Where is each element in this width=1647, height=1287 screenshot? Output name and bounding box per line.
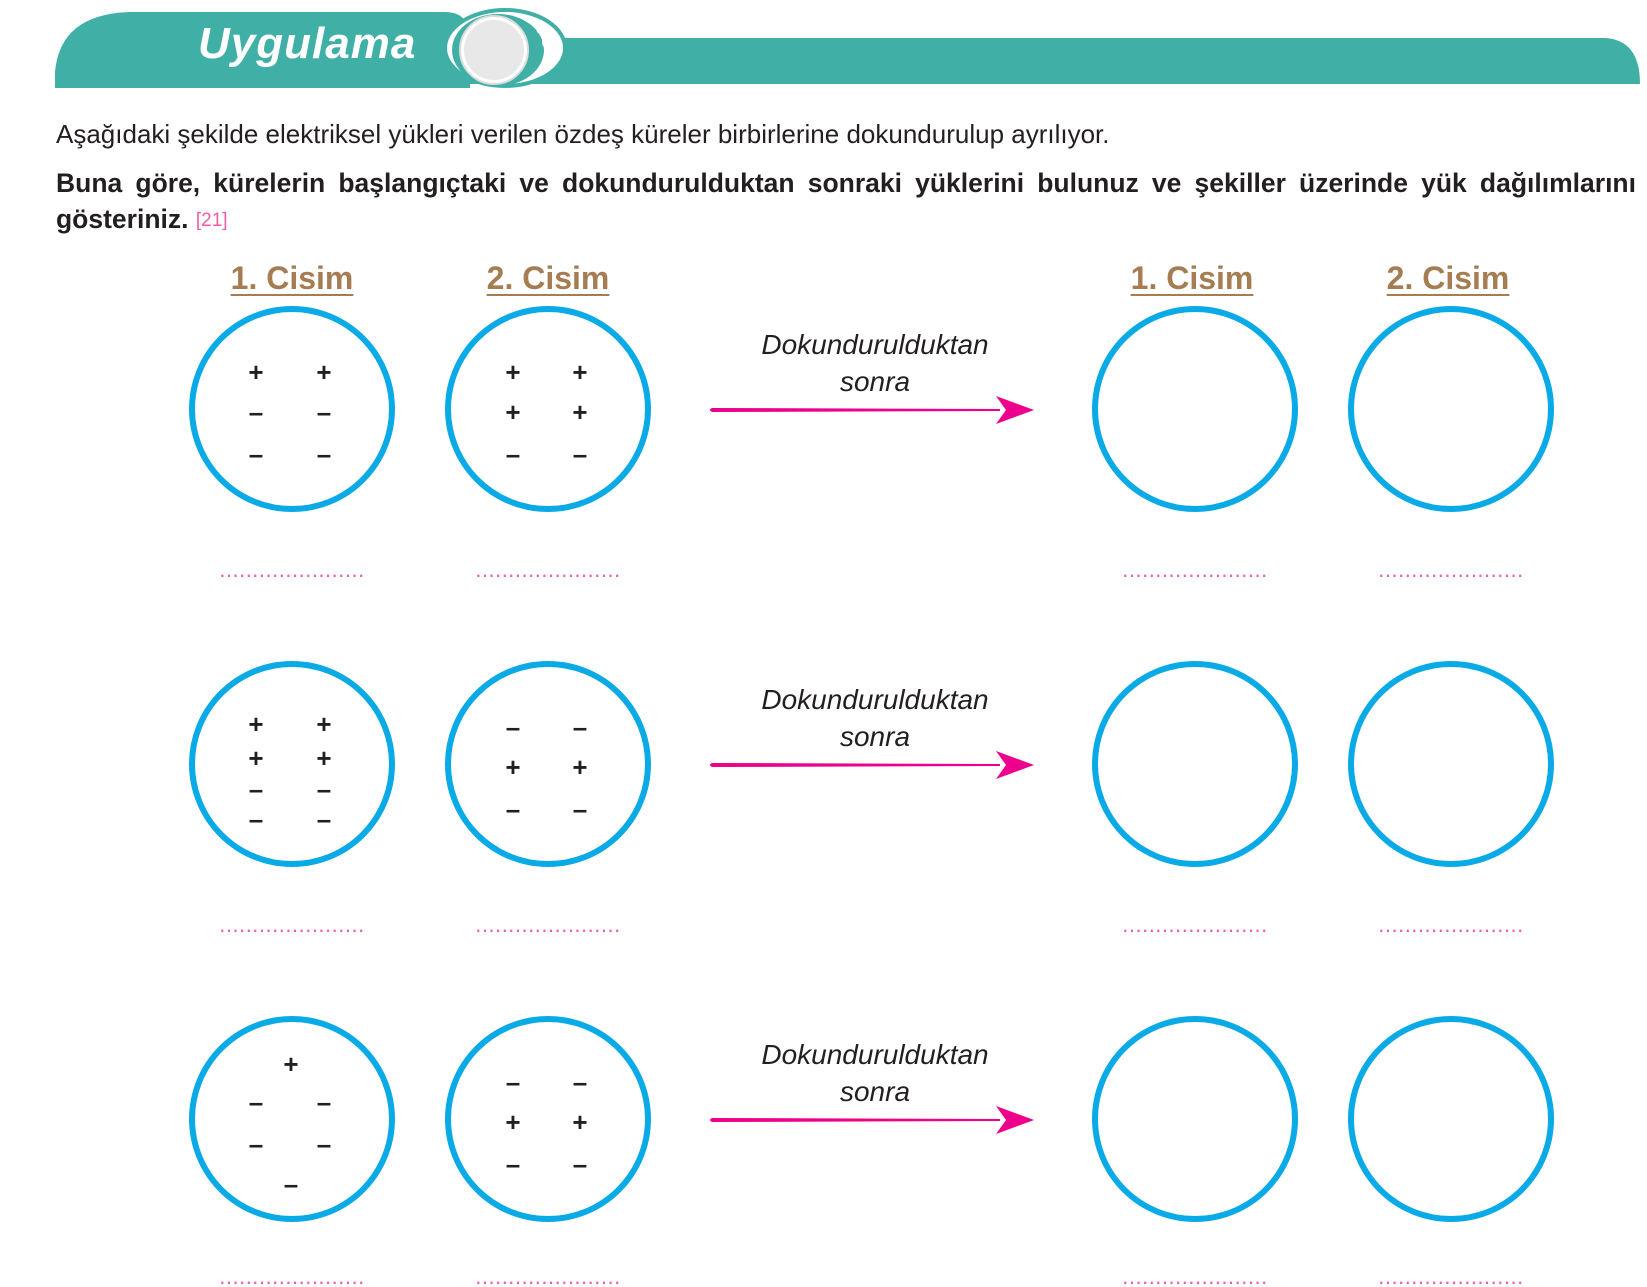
answer-blank[interactable]: ......................: [475, 560, 621, 580]
magnifier-lens-icon: [443, 8, 567, 88]
question-body: Buna göre, kürelerin başlangıçtaki ve do…: [56, 168, 1636, 234]
charge-sign: –: [572, 439, 588, 469]
charge-sign: +: [283, 1049, 299, 1079]
charge-sign: +: [248, 357, 264, 387]
header-banner: [55, 8, 1640, 88]
charge-sign: –: [248, 1129, 264, 1159]
row1-body2-sphere: + + + + – –: [445, 306, 651, 512]
answer-blank[interactable]: ......................: [475, 915, 621, 935]
charge-sign: –: [505, 794, 521, 824]
charge-sign: +: [316, 709, 332, 739]
answer-blank[interactable]: ......................: [219, 915, 365, 935]
column-header-before-body-2: 2. Cisim: [486, 260, 610, 296]
arrow-label: Dokundurulduktan sonra: [761, 1039, 989, 1107]
charge-sign: –: [572, 1067, 588, 1097]
answer-blank[interactable]: ......................: [219, 560, 365, 580]
row3-after-body2-sphere: [1348, 1016, 1554, 1222]
section-title: Uygulama: [198, 19, 417, 68]
row2-after-body2-sphere: [1348, 661, 1554, 867]
banner-right-bar: [560, 38, 1640, 84]
charge-sign: +: [572, 357, 588, 387]
charge-sign: –: [316, 774, 332, 804]
charge-sign: –: [316, 1129, 332, 1159]
row2-after-body1-sphere: [1092, 661, 1298, 867]
row2-body1-sphere: + + + + – – – –: [189, 661, 395, 867]
charge-sign: –: [248, 774, 264, 804]
arrow-right-icon: [710, 1106, 1034, 1134]
charge-sign: –: [248, 397, 264, 427]
column-header-after-body-1: 1. Cisim: [1130, 260, 1254, 296]
charge-sign: –: [283, 1169, 299, 1199]
row1-body1-sphere: + + – – – –: [189, 306, 395, 512]
charge-sign: +: [505, 357, 521, 387]
charge-sign: –: [316, 439, 332, 469]
row1-after-body1-sphere: [1092, 306, 1298, 512]
answer-blank[interactable]: ......................: [1122, 1267, 1268, 1287]
charge-sign: –: [248, 804, 264, 834]
charge-sign: +: [316, 357, 332, 387]
answer-blank[interactable]: ......................: [475, 1267, 621, 1287]
charge-sign: +: [572, 397, 588, 427]
charge-sign: +: [572, 1107, 588, 1137]
charge-sign: +: [572, 752, 588, 782]
charge-sign: –: [316, 804, 332, 834]
row3-body2-sphere: – – + + – –: [445, 1016, 651, 1222]
row2-body2-sphere: – – + + – –: [445, 661, 651, 867]
column-header-after-body-2: 2. Cisim: [1386, 260, 1510, 296]
intro-text: Aşağıdaki şekilde elektriksel yükleri ve…: [56, 119, 1110, 149]
charge-sign: –: [572, 1149, 588, 1179]
row3-body1-sphere: + – – – – –: [189, 1016, 395, 1222]
arrow-label: Dokundurulduktan sonra: [761, 684, 989, 752]
charge-sign: +: [316, 743, 332, 773]
arrow-label: Dokundurulduktan sonra: [761, 329, 989, 397]
charge-sign: –: [505, 439, 521, 469]
charge-sign: +: [248, 743, 264, 773]
charge-sign: +: [505, 752, 521, 782]
charge-sign: +: [505, 1107, 521, 1137]
charge-sign: –: [505, 1067, 521, 1097]
charge-sign: –: [572, 712, 588, 742]
charge-sign: –: [505, 712, 521, 742]
answer-blank[interactable]: ......................: [1378, 1267, 1524, 1287]
column-header-before-body-1: 1. Cisim: [230, 260, 354, 296]
charge-sign: –: [316, 1087, 332, 1117]
charge-sign: –: [316, 397, 332, 427]
answer-blank[interactable]: ......................: [1122, 560, 1268, 580]
charge-sign: –: [248, 1087, 264, 1117]
charge-sign: –: [505, 1149, 521, 1179]
answer-blank[interactable]: ......................: [1378, 560, 1524, 580]
charge-sign: –: [248, 439, 264, 469]
row3-after-body1-sphere: [1092, 1016, 1298, 1222]
answer-blank[interactable]: ......................: [1122, 915, 1268, 935]
banner-left-tab: [55, 12, 470, 88]
answer-blank[interactable]: ......................: [1378, 915, 1524, 935]
row1-after-body2-sphere: [1348, 306, 1554, 512]
reference-number: [21]: [195, 210, 228, 231]
charge-sign: –: [572, 794, 588, 824]
charge-sign: +: [505, 397, 521, 427]
question-text: Buna göre, kürelerin başlangıçtaki ve do…: [56, 165, 1636, 239]
arrow-right-icon: [710, 396, 1034, 424]
arrow-right-icon: [710, 751, 1034, 779]
answer-blank[interactable]: ......................: [219, 1267, 365, 1287]
charge-sign: +: [248, 709, 264, 739]
